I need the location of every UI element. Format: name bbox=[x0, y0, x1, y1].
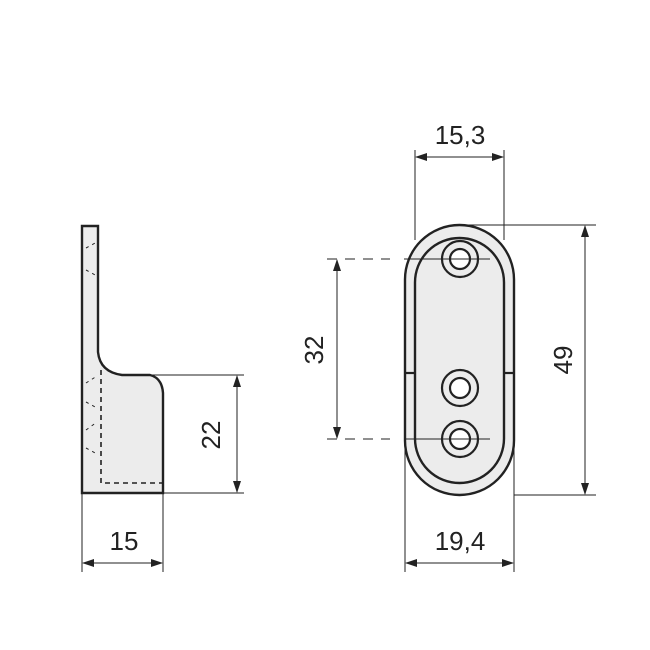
side-width-label: 15 bbox=[110, 526, 139, 556]
hidden-diagonals bbox=[85, 241, 98, 455]
screw-hole-middle bbox=[440, 368, 480, 408]
dimension-side-height: 22 bbox=[150, 374, 244, 494]
inner-oval bbox=[413, 236, 506, 485]
dimension-hole-spacing: 32 bbox=[299, 258, 490, 440]
side-height-label: 22 bbox=[196, 421, 226, 450]
hidden-edge bbox=[100, 370, 163, 484]
total-height-label: 49 bbox=[548, 346, 578, 375]
dimension-outer-width: 19,4 bbox=[404, 380, 515, 572]
dimension-total-height: 49 bbox=[460, 224, 596, 496]
side-view bbox=[80, 224, 165, 495]
hole-spacing-label: 32 bbox=[299, 336, 329, 365]
outer-width-label: 19,4 bbox=[435, 526, 486, 556]
front-view bbox=[403, 223, 516, 497]
dimension-inner-width: 15,3 bbox=[414, 120, 505, 240]
dimension-side-width: 15 bbox=[81, 493, 164, 572]
inner-width-label: 15,3 bbox=[435, 120, 486, 150]
